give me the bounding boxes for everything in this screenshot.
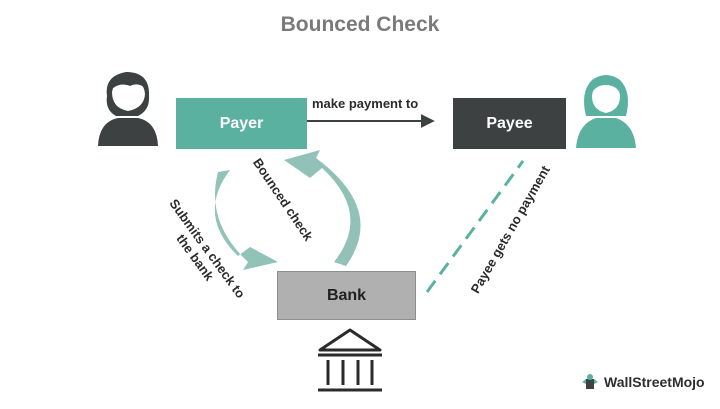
cycle-arrows xyxy=(214,150,361,270)
wallstreetmojo-logo-icon xyxy=(582,374,598,389)
bank-node: Bank xyxy=(277,271,416,320)
diagram-title: Bounced Check xyxy=(280,13,440,36)
brand-logo: WallStreetMojo xyxy=(580,372,705,392)
woman-avatar-icon xyxy=(576,75,636,148)
payer-node: Payer xyxy=(176,98,307,149)
no-payment-line xyxy=(425,160,525,293)
make-payment-label: make payment to xyxy=(312,96,419,111)
man-avatar-icon xyxy=(98,72,158,146)
bank-building-icon xyxy=(318,328,382,392)
payee-node: Payee xyxy=(453,98,566,149)
brand-name: WallStreetMojo xyxy=(604,374,705,390)
